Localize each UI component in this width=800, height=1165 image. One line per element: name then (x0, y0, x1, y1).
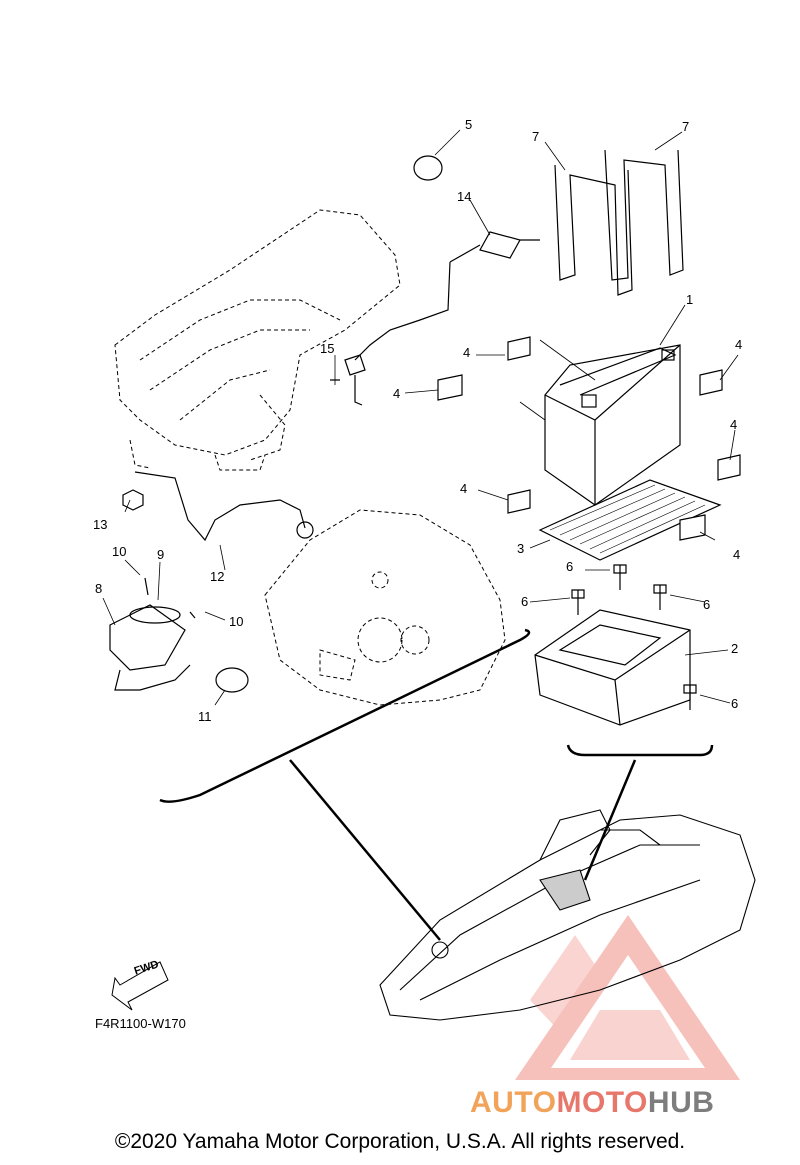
callout-4: 4 (463, 345, 471, 360)
watermark-part2: MOTO (556, 1086, 648, 1119)
watercraft (379, 809, 756, 1021)
drawing-code: F4R1100-W170 (95, 1016, 186, 1031)
callout-12: 12 (210, 569, 225, 584)
ground-cable (134, 471, 306, 542)
callout-4: 4 (730, 417, 738, 432)
callout-1: 1 (686, 292, 694, 307)
battery (544, 344, 681, 506)
callout-6: 6 (731, 696, 739, 711)
callout-8: 8 (95, 581, 103, 596)
battery-straps (554, 149, 684, 296)
fuse-holder (354, 231, 521, 361)
callout-4: 4 (735, 337, 743, 352)
battery-box (534, 609, 691, 726)
callout-4: 4 (733, 547, 741, 562)
callout-15: 15 (320, 341, 335, 356)
callout-14: 14 (457, 189, 472, 204)
callout-6: 6 (703, 597, 711, 612)
callout-5: 5 (465, 117, 473, 132)
callout-6: 6 (566, 559, 574, 574)
battery-tray (538, 479, 722, 561)
engine-bracket (159, 628, 531, 803)
callout-11: 11 (198, 709, 212, 724)
bolts (571, 564, 697, 710)
switch-assembly (109, 577, 249, 693)
callout-2: 2 (731, 641, 739, 656)
battery-box-bracket (566, 744, 714, 757)
callout-10: 10 (229, 614, 244, 629)
fwd-arrow-icon (111, 961, 169, 1011)
watermark-part1: AUTO (470, 1086, 557, 1119)
watermark-text: AUTOMOTOHUB (470, 1086, 714, 1120)
callout-3: 3 (517, 541, 525, 556)
callout-10: 10 (112, 544, 127, 559)
hose-clamp (413, 155, 443, 181)
callout-4: 4 (460, 481, 468, 496)
nut (122, 489, 144, 511)
callout-4: 4 (393, 386, 401, 401)
engine-cover (114, 209, 401, 471)
callout-7: 7 (682, 119, 690, 134)
watermark-part3: HUB (647, 1086, 715, 1119)
battery-spacers (437, 336, 741, 541)
watermark-logo-icon (515, 915, 740, 1080)
callout-7: 7 (532, 129, 540, 144)
callout-6: 6 (521, 594, 529, 609)
callout-13: 13 (93, 517, 108, 532)
leader-lines (102, 129, 739, 706)
copyright-text: ©2020 Yamaha Motor Corporation, U.S.A. A… (114, 1130, 686, 1153)
crankcase (264, 509, 506, 706)
callout-9: 9 (157, 547, 165, 562)
